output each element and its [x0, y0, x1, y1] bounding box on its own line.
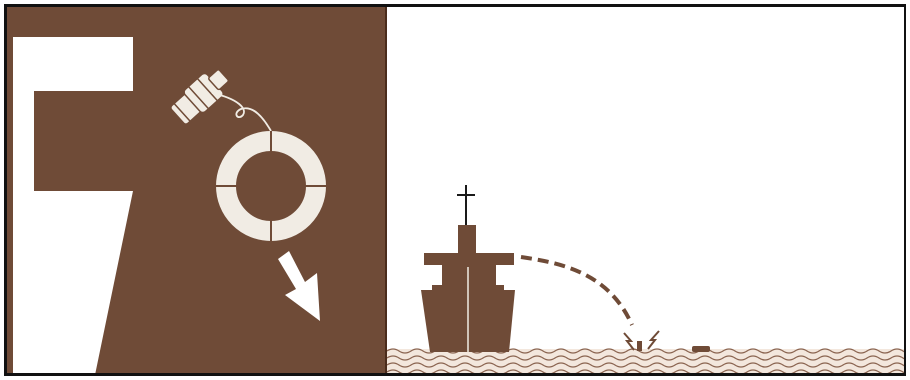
step-illustration: [7, 7, 385, 375]
floating-object-icon: [692, 346, 710, 352]
scene-illustration: [387, 7, 906, 375]
step-panel: [7, 7, 385, 373]
scene-panel: [385, 7, 906, 373]
sea-waves: [387, 349, 906, 375]
illustration-frame: [4, 4, 906, 376]
